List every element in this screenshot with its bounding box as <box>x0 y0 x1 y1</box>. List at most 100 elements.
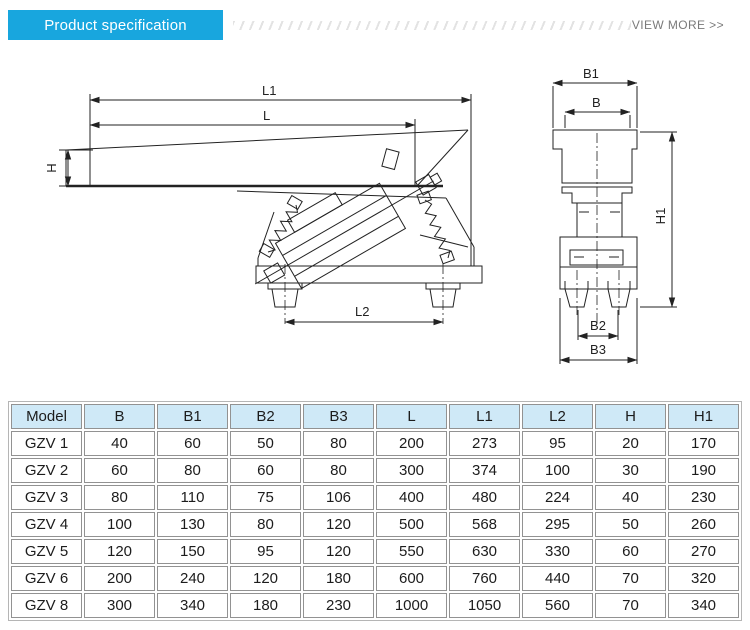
value-cell: 70 <box>595 593 666 618</box>
value-cell: 75 <box>230 485 301 510</box>
value-cell: 120 <box>303 539 374 564</box>
value-cell: 100 <box>522 458 593 483</box>
value-cell: 230 <box>303 593 374 618</box>
value-cell: 20 <box>595 431 666 456</box>
value-cell: 180 <box>230 593 301 618</box>
value-cell: 320 <box>668 566 739 591</box>
value-cell: 80 <box>303 431 374 456</box>
value-cell: 106 <box>303 485 374 510</box>
value-cell: 110 <box>157 485 228 510</box>
column-header: L1 <box>449 404 520 429</box>
model-cell: GZV 8 <box>11 593 82 618</box>
column-header: B <box>84 404 155 429</box>
value-cell: 190 <box>668 458 739 483</box>
value-cell: 330 <box>522 539 593 564</box>
value-cell: 300 <box>84 593 155 618</box>
value-cell: 60 <box>230 458 301 483</box>
value-cell: 50 <box>230 431 301 456</box>
value-cell: 560 <box>522 593 593 618</box>
value-cell: 500 <box>376 512 447 537</box>
value-cell: 170 <box>668 431 739 456</box>
column-header: B1 <box>157 404 228 429</box>
value-cell: 480 <box>449 485 520 510</box>
model-cell: GZV 1 <box>11 431 82 456</box>
column-header: L <box>376 404 447 429</box>
value-cell: 1000 <box>376 593 447 618</box>
value-cell: 440 <box>522 566 593 591</box>
value-cell: 630 <box>449 539 520 564</box>
value-cell: 1050 <box>449 593 520 618</box>
technical-drawing: L1 L H <box>44 66 677 364</box>
value-cell: 30 <box>595 458 666 483</box>
value-cell: 340 <box>668 593 739 618</box>
column-header: B3 <box>303 404 374 429</box>
value-cell: 100 <box>84 512 155 537</box>
value-cell: 60 <box>84 458 155 483</box>
value-cell: 374 <box>449 458 520 483</box>
value-cell: 300 <box>376 458 447 483</box>
value-cell: 568 <box>449 512 520 537</box>
value-cell: 95 <box>522 431 593 456</box>
right-spring <box>424 199 451 259</box>
dimension-label-b3: B3 <box>590 342 606 357</box>
model-cell: GZV 6 <box>11 566 82 591</box>
value-cell: 340 <box>157 593 228 618</box>
value-cell: 70 <box>595 566 666 591</box>
value-cell: 80 <box>230 512 301 537</box>
model-cell: GZV 3 <box>11 485 82 510</box>
value-cell: 150 <box>157 539 228 564</box>
dimension-label-b: B <box>592 95 601 110</box>
dimension-label-h: H <box>44 163 59 172</box>
section-title: Product specification <box>44 16 187 34</box>
value-cell: 60 <box>595 539 666 564</box>
value-cell: 400 <box>376 485 447 510</box>
value-cell: 760 <box>449 566 520 591</box>
dimension-label-l1: L1 <box>262 83 276 98</box>
dimension-label-h1: H1 <box>653 208 668 225</box>
view-more-link[interactable]: VIEW MORE >> <box>631 18 724 32</box>
decorative-slashes <box>233 21 631 30</box>
value-cell: 40 <box>595 485 666 510</box>
value-cell: 95 <box>230 539 301 564</box>
dimension-label-b1: B1 <box>583 66 599 81</box>
value-cell: 120 <box>303 512 374 537</box>
value-cell: 260 <box>668 512 739 537</box>
model-cell: GZV 2 <box>11 458 82 483</box>
column-header: H1 <box>668 404 739 429</box>
value-cell: 180 <box>303 566 374 591</box>
value-cell: 270 <box>668 539 739 564</box>
value-cell: 50 <box>595 512 666 537</box>
value-cell: 80 <box>84 485 155 510</box>
column-header: Model <box>11 404 82 429</box>
dimension-label-l: L <box>263 108 270 123</box>
column-header: B2 <box>230 404 301 429</box>
value-cell: 60 <box>157 431 228 456</box>
value-cell: 200 <box>84 566 155 591</box>
product-specification-header: Product specification <box>8 10 223 40</box>
model-cell: GZV 5 <box>11 539 82 564</box>
value-cell: 200 <box>376 431 447 456</box>
value-cell: 40 <box>84 431 155 456</box>
value-cell: 600 <box>376 566 447 591</box>
front-view-drawing: B1 B H1 <box>552 66 677 364</box>
value-cell: 120 <box>230 566 301 591</box>
dimension-label-b2: B2 <box>590 318 606 333</box>
value-cell: 80 <box>303 458 374 483</box>
model-cell: GZV 4 <box>11 512 82 537</box>
dimension-label-l2: L2 <box>355 304 369 319</box>
value-cell: 224 <box>522 485 593 510</box>
value-cell: 230 <box>668 485 739 510</box>
value-cell: 273 <box>449 431 520 456</box>
value-cell: 130 <box>157 512 228 537</box>
column-header: H <box>595 404 666 429</box>
column-header: L2 <box>522 404 593 429</box>
